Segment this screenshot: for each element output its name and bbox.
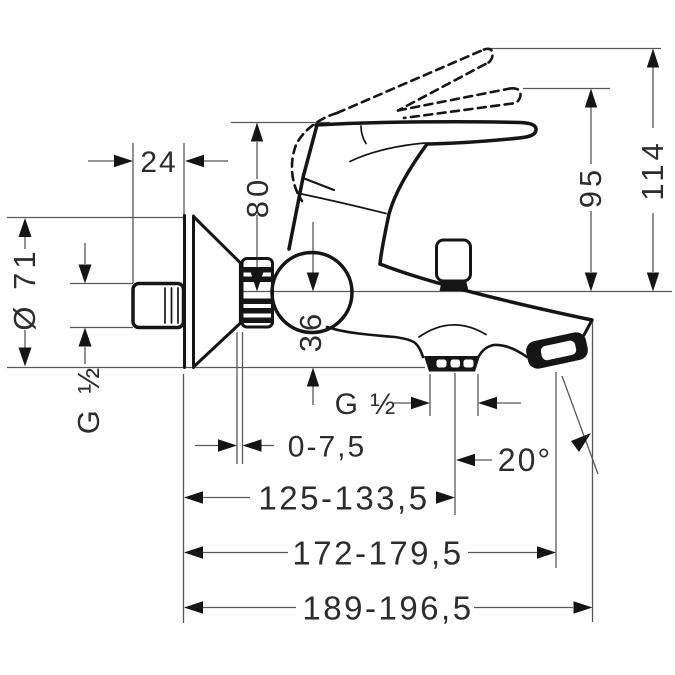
angle-leg-line xyxy=(561,375,599,475)
aerator-outlet xyxy=(424,356,480,372)
spout-underside xyxy=(325,325,425,359)
dimension-labels: 24 80 114 95 Ø 71 G ½ 36 G ½ 0-7,5 125-1… xyxy=(7,139,670,626)
spout-top-edge xyxy=(378,262,594,322)
dim-label-escutcheon-diameter: Ø 71 xyxy=(7,247,42,330)
handle-lever xyxy=(314,119,538,146)
dim-label-total-reach: 189-196,5 xyxy=(302,590,473,627)
handle-open-positions xyxy=(290,47,522,203)
dim-label-outlet-reach: 172-179,5 xyxy=(292,535,463,572)
handle-neck xyxy=(378,142,429,266)
union-nut xyxy=(240,257,274,329)
escutcheon xyxy=(183,214,242,369)
dim-label-body-height: 80 xyxy=(240,176,275,218)
faucet-outline xyxy=(131,119,594,372)
dim-label-spout-reach: 125-133,5 xyxy=(258,480,429,517)
dim-label-handle-height: 95 xyxy=(573,166,608,208)
dim-label-spout-drop: 36 xyxy=(293,310,328,352)
dim-label-inlet-thread: G ½ xyxy=(71,364,106,435)
dim-label-outlet-thread: G ½ xyxy=(335,388,398,421)
shower-outlet xyxy=(526,332,588,369)
diverter-knob xyxy=(435,238,472,291)
dim-label-adjustment-range: 0-7,5 xyxy=(288,431,366,464)
reference-lines xyxy=(7,47,672,623)
dim-label-spout-angle: 20° xyxy=(498,442,552,478)
dim-label-wall-offset: 24 xyxy=(140,146,177,179)
dimension-arrows xyxy=(18,48,660,614)
dim-label-overall-height: 114 xyxy=(635,139,670,200)
inlet-nipple xyxy=(131,281,186,330)
handle-rear-arc xyxy=(290,111,339,203)
